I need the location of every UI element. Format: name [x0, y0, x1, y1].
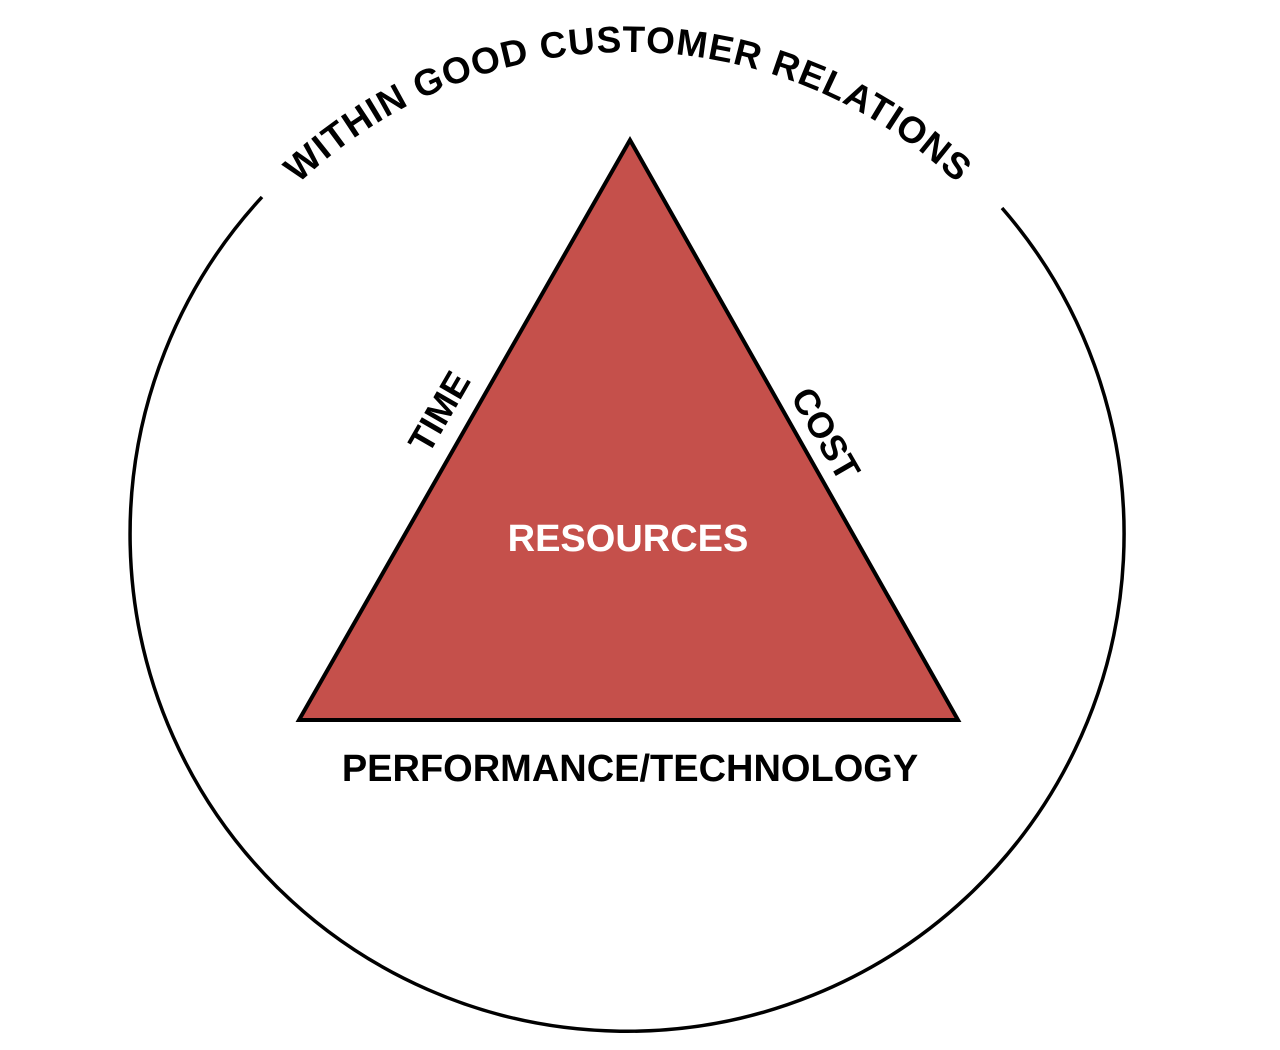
- outer-circle: [128, 195, 1126, 1033]
- base-label: PERFORMANCE/TECHNOLOGY: [342, 748, 918, 790]
- resources-triangle: [295, 135, 962, 722]
- center-label: RESOURCES: [508, 518, 749, 560]
